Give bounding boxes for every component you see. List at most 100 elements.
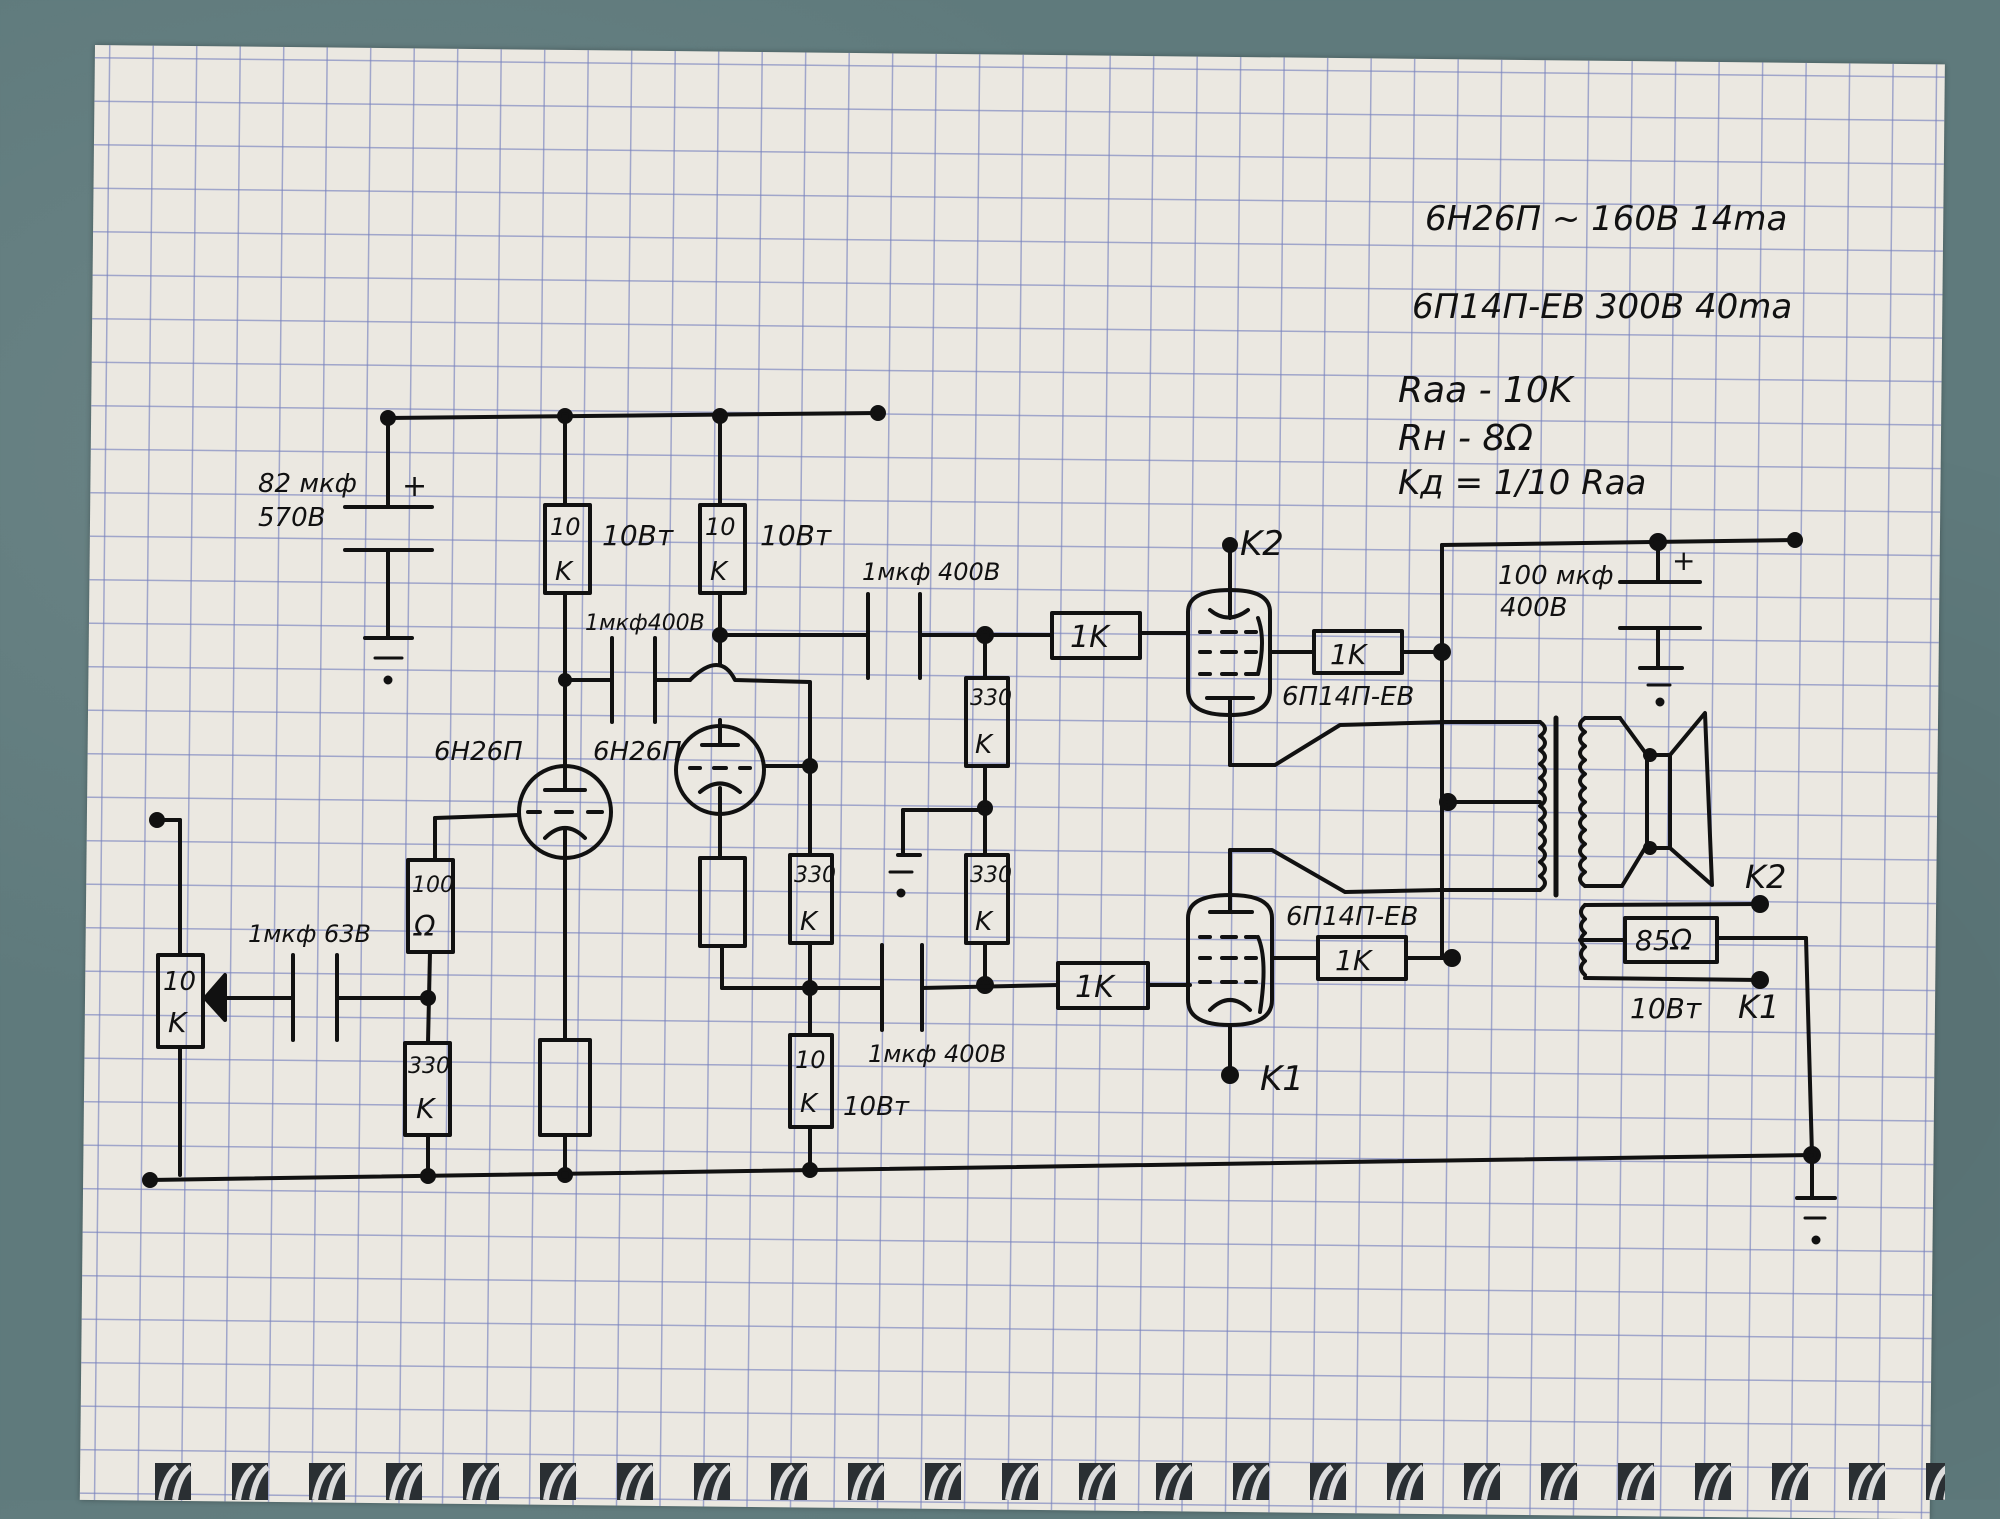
tube-v3 [1186, 537, 1447, 767]
note-raa: Rаа - 10K [1398, 370, 1575, 411]
spiral-binding [155, 1463, 1945, 1500]
spiral-ring [1481, 1464, 1502, 1500]
spiral-ring [1390, 1464, 1411, 1500]
cap-input-label: 1мкф 63В [248, 920, 371, 948]
r-grid-stop-bottom: Ω [413, 910, 436, 943]
spiral-ring [1467, 1464, 1488, 1500]
spiral-ring [158, 1464, 179, 1500]
r-grid-stop-top: 100 [412, 873, 454, 898]
r-grid-leak-top: 330 [408, 1054, 450, 1079]
resistor-screen-top [1312, 629, 1451, 675]
spiral-ring [774, 1464, 795, 1500]
spiral-ring [1558, 1464, 1579, 1500]
r-grid-leak-bottom: K [416, 1092, 437, 1125]
cap-inner-label: 1мкф400В [585, 611, 705, 636]
r-pi-right-top-top: 330 [970, 686, 1012, 711]
spiral-ring [1929, 1465, 1945, 1500]
resistor-pi-right-top [964, 633, 1010, 810]
spiral-ring [1789, 1464, 1810, 1500]
spiral-ring [1313, 1464, 1334, 1500]
b-plus-rail [380, 405, 886, 426]
cap-100uf-plus: + [1672, 544, 1695, 577]
cap-82uf-voltage: 570В [258, 503, 325, 533]
terminal-k2-right: K2 [1745, 858, 1786, 896]
resistor-grid-stopper [406, 816, 455, 1045]
spiral-ring [326, 1464, 347, 1500]
spiral-ring [1082, 1464, 1103, 1500]
spiral-ring [1327, 1464, 1348, 1500]
terminal-k1-right: K1 [1738, 988, 1779, 1026]
spiral-ring [466, 1464, 487, 1500]
spiral-ring [1404, 1464, 1425, 1500]
resistor-anode-1 [543, 414, 592, 792]
r-pi-right-bottom-bottom: K [975, 907, 994, 937]
r-85-label: 85Ω [1635, 924, 1693, 957]
spiral-ring [1159, 1464, 1180, 1500]
note-tube2-spec: 6П14П-ЕВ 300В 40ma [1412, 287, 1792, 327]
capacitor-inner-coupling [558, 633, 812, 762]
tube-v4 [1186, 848, 1442, 1084]
capacitor-100uf [1618, 540, 1702, 707]
r-anode1-bottom: K [555, 557, 574, 587]
r-grid-bottom-label: 1K [1075, 970, 1116, 1005]
note-rn: Rн - 8Ω [1398, 418, 1533, 459]
capacitor-bottom-coupling [808, 943, 1060, 1032]
spiral-ring [480, 1464, 501, 1500]
r-tail-top: 10 [795, 1046, 826, 1074]
tube-v4-k1: K1 [1260, 1059, 1304, 1099]
r-pi-right-bottom-top: 330 [970, 863, 1012, 888]
spiral-ring [1019, 1464, 1040, 1500]
spiral-ring [1173, 1464, 1194, 1500]
cap-82uf-value: 82 мкф [258, 469, 357, 499]
resistor-v1-cathode [538, 1038, 592, 1177]
spiral-ring [1635, 1464, 1656, 1500]
r-pi-left-top: 330 [794, 863, 836, 888]
r-anode2-power: 10Вт [760, 519, 832, 552]
tube-v4-label: 6П14П-ЕВ [1286, 902, 1418, 932]
spiral-ring [403, 1464, 424, 1500]
resistor-grid-bottom [1056, 961, 1192, 1010]
spiral-ring [1621, 1464, 1642, 1500]
spiral-ring [865, 1464, 886, 1500]
spiral-ring [1544, 1464, 1565, 1500]
ground-bus [142, 1153, 1814, 1188]
spiral-ring [1852, 1464, 1873, 1500]
r-anode2-bottom: K [710, 557, 729, 587]
capacitor-top-coupling [718, 592, 1054, 680]
r-anode1-top: 10 [550, 513, 581, 541]
resistor-screen-bottom [1316, 935, 1461, 981]
potentiometer [149, 812, 295, 1177]
cap-bottom-label: 1мкф 400В [868, 1040, 1006, 1068]
pot-top: 10 [163, 967, 196, 997]
cap-82uf-plus: + [402, 469, 427, 504]
r-pi-right-top-bottom: K [975, 730, 994, 760]
feedback-winding [1578, 895, 1837, 1245]
spiral-ring [389, 1464, 410, 1500]
r-screen-bottom-label: 1K [1335, 944, 1374, 977]
resistor-pi-right-bottom [964, 806, 1010, 994]
r-tail-power: 10Вт [843, 1092, 910, 1122]
tube-v2-label: 6Н26П [593, 737, 682, 767]
cap-100uf-voltage: 400В [1500, 593, 1567, 623]
spiral-ring [928, 1464, 949, 1500]
capacitor-input [291, 953, 436, 1042]
note-kd: Kд = 1/10 Rаа [1398, 463, 1646, 503]
resistor-v2-cathode [698, 856, 812, 990]
r-grid-top-label: 1K [1070, 620, 1111, 655]
capacitor-82uf [343, 416, 434, 685]
spiral-ring [1775, 1464, 1796, 1500]
tube-v1-label: 6Н26П [434, 737, 523, 767]
spiral-ring [851, 1464, 872, 1500]
r-85-power: 10Вт [1630, 992, 1702, 1025]
note-tube1-spec: 6Н26П ~ 160В 14ma [1425, 199, 1787, 239]
r-screen-top-label: 1K [1330, 638, 1369, 671]
spiral-ring [697, 1464, 718, 1500]
spiral-ring [1096, 1464, 1117, 1500]
spiral-ring [1712, 1464, 1733, 1500]
spiral-ring [1236, 1464, 1257, 1500]
r-anode1-power: 10Вт [602, 519, 674, 552]
tube-v3-label: 6П14П-ЕВ [1282, 682, 1414, 712]
spiral-ring [1698, 1464, 1719, 1500]
spiral-ring [634, 1464, 655, 1500]
